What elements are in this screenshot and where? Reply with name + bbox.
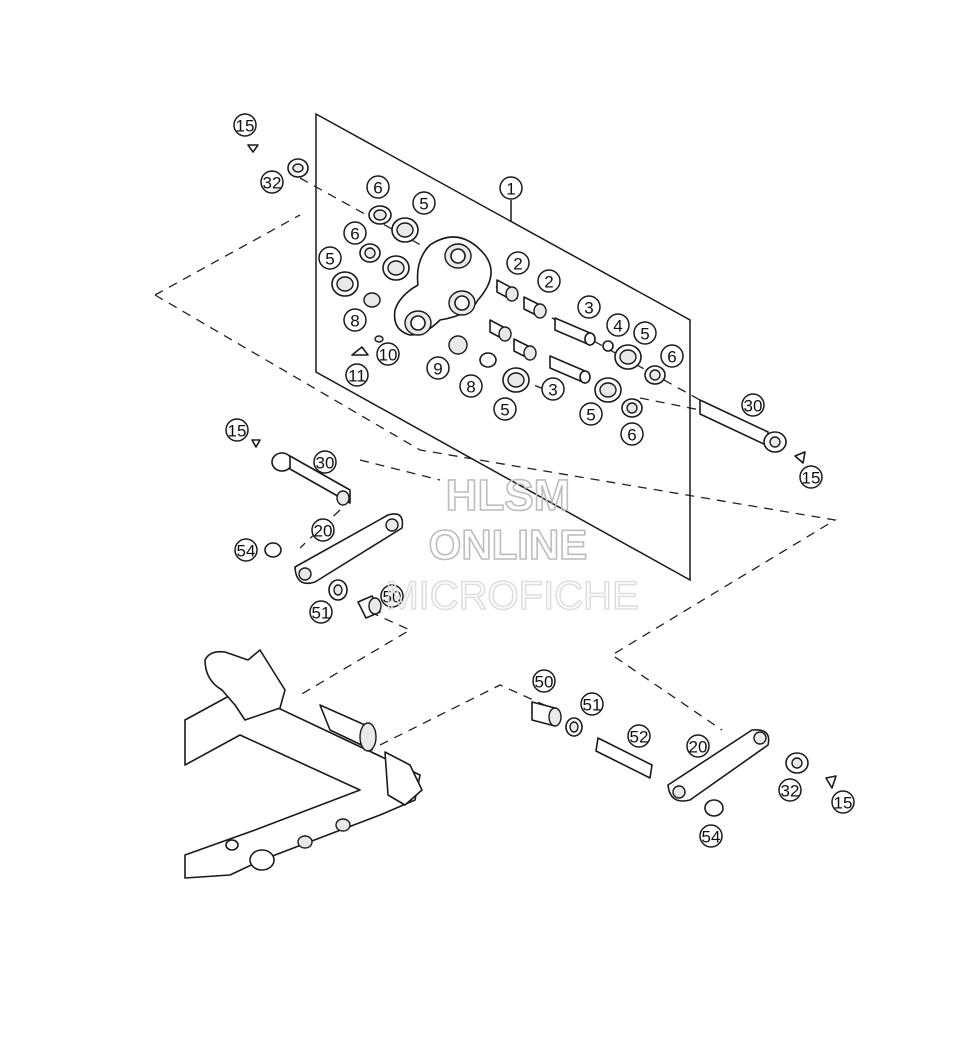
svg-text:30: 30 bbox=[744, 397, 763, 416]
callout-15d: 15 bbox=[831, 790, 855, 814]
svg-text:5: 5 bbox=[586, 406, 595, 425]
svg-text:54: 54 bbox=[237, 542, 256, 561]
svg-text:50: 50 bbox=[383, 588, 402, 607]
needle-bearings bbox=[489, 279, 547, 361]
svg-text:4: 4 bbox=[613, 317, 622, 336]
svg-text:6: 6 bbox=[373, 179, 382, 198]
left-link-rod bbox=[294, 513, 404, 585]
callout-54b: 54 bbox=[699, 824, 723, 848]
callout-1: 1 bbox=[499, 176, 523, 200]
svg-text:54: 54 bbox=[702, 828, 721, 847]
swingarm bbox=[184, 649, 423, 879]
rocker-arm-body bbox=[393, 236, 492, 336]
svg-text:32: 32 bbox=[781, 782, 800, 801]
left-nut-54 bbox=[264, 542, 282, 558]
svg-text:3: 3 bbox=[548, 381, 557, 400]
callout-10: 10 bbox=[376, 342, 400, 366]
svg-text:2: 2 bbox=[544, 273, 553, 292]
svg-text:5: 5 bbox=[325, 250, 334, 269]
svg-text:15: 15 bbox=[834, 794, 853, 813]
bushings bbox=[351, 292, 497, 368]
callout-52: 52 bbox=[627, 724, 651, 748]
top-left-hardware bbox=[247, 144, 309, 178]
svg-text:11: 11 bbox=[348, 367, 366, 386]
callout-32b: 32 bbox=[778, 778, 802, 802]
callout-2b: 2 bbox=[537, 269, 561, 293]
watermark-line3: MICROFICHE bbox=[385, 574, 638, 618]
callout-11: 11 bbox=[345, 363, 369, 387]
svg-text:9: 9 bbox=[433, 360, 442, 379]
svg-text:1: 1 bbox=[506, 180, 515, 199]
callout-5a: 5 bbox=[412, 191, 436, 215]
svg-text:15: 15 bbox=[236, 117, 255, 136]
svg-text:8: 8 bbox=[350, 312, 359, 331]
watermark-line2: ONLINE bbox=[429, 521, 588, 568]
collars bbox=[549, 317, 596, 384]
assembly-frame bbox=[315, 112, 691, 582]
svg-text:10: 10 bbox=[379, 346, 398, 365]
callout-9: 9 bbox=[426, 356, 450, 380]
svg-text:6: 6 bbox=[667, 348, 676, 367]
svg-text:8: 8 bbox=[466, 378, 475, 397]
svg-text:51: 51 bbox=[583, 696, 602, 715]
svg-text:5: 5 bbox=[640, 325, 649, 344]
callout-3a: 3 bbox=[577, 295, 601, 319]
callouts: 1 2 2 3 3 4 5 5 5 5 5 5 6 6 6 6 8 8 9 10… bbox=[225, 113, 855, 848]
callout-6d: 6 bbox=[620, 422, 644, 446]
svg-text:15: 15 bbox=[228, 422, 247, 441]
callout-2a: 2 bbox=[506, 251, 530, 275]
callout-8b: 8 bbox=[459, 374, 483, 398]
callout-5c: 5 bbox=[633, 321, 657, 345]
callout-5d: 5 bbox=[493, 397, 517, 421]
svg-text:3: 3 bbox=[584, 299, 593, 318]
callout-50b: 50 bbox=[380, 584, 404, 608]
callout-15c: 15 bbox=[799, 465, 823, 489]
callout-6b: 6 bbox=[343, 221, 367, 245]
callout-5b: 5 bbox=[318, 246, 342, 270]
callout-4: 4 bbox=[606, 313, 630, 337]
bearing-seals bbox=[331, 205, 666, 418]
callout-51b: 51 bbox=[580, 692, 604, 716]
svg-text:20: 20 bbox=[314, 522, 333, 541]
svg-text:30: 30 bbox=[316, 454, 335, 473]
callout-30a: 30 bbox=[741, 393, 765, 417]
callout-30b: 30 bbox=[313, 450, 337, 474]
lower-right-parts bbox=[531, 701, 837, 817]
callout-51a: 51 bbox=[309, 600, 333, 624]
callout-6c: 6 bbox=[660, 344, 684, 368]
svg-text:50: 50 bbox=[535, 673, 554, 692]
callout-50a: 50 bbox=[532, 669, 556, 693]
watermark-line1: HLSM bbox=[446, 471, 571, 520]
right-bolt bbox=[699, 399, 806, 464]
watermark: HLSM ONLINE MICROFICHE bbox=[385, 470, 640, 619]
svg-text:52: 52 bbox=[630, 728, 649, 747]
callout-54a: 54 bbox=[234, 538, 258, 562]
svg-text:6: 6 bbox=[350, 225, 359, 244]
callout-15a: 15 bbox=[233, 113, 257, 137]
callout-3b: 3 bbox=[541, 377, 565, 401]
left-bolt bbox=[251, 439, 351, 506]
svg-text:32: 32 bbox=[263, 174, 282, 193]
callout-20b: 20 bbox=[686, 734, 710, 758]
callout-32a: 32 bbox=[260, 170, 284, 194]
callout-5e: 5 bbox=[579, 402, 603, 426]
left-collars-50-51 bbox=[328, 579, 382, 619]
svg-text:20: 20 bbox=[689, 738, 708, 757]
svg-text:6: 6 bbox=[627, 426, 636, 445]
svg-text:51: 51 bbox=[312, 604, 331, 623]
callout-6a: 6 bbox=[366, 175, 390, 199]
callout-8a: 8 bbox=[343, 308, 367, 332]
svg-text:2: 2 bbox=[513, 255, 522, 274]
svg-text:5: 5 bbox=[500, 401, 509, 420]
svg-text:5: 5 bbox=[419, 195, 428, 214]
callout-20a: 20 bbox=[311, 518, 335, 542]
svg-text:15: 15 bbox=[802, 469, 821, 488]
callout-15b: 15 bbox=[225, 418, 249, 442]
